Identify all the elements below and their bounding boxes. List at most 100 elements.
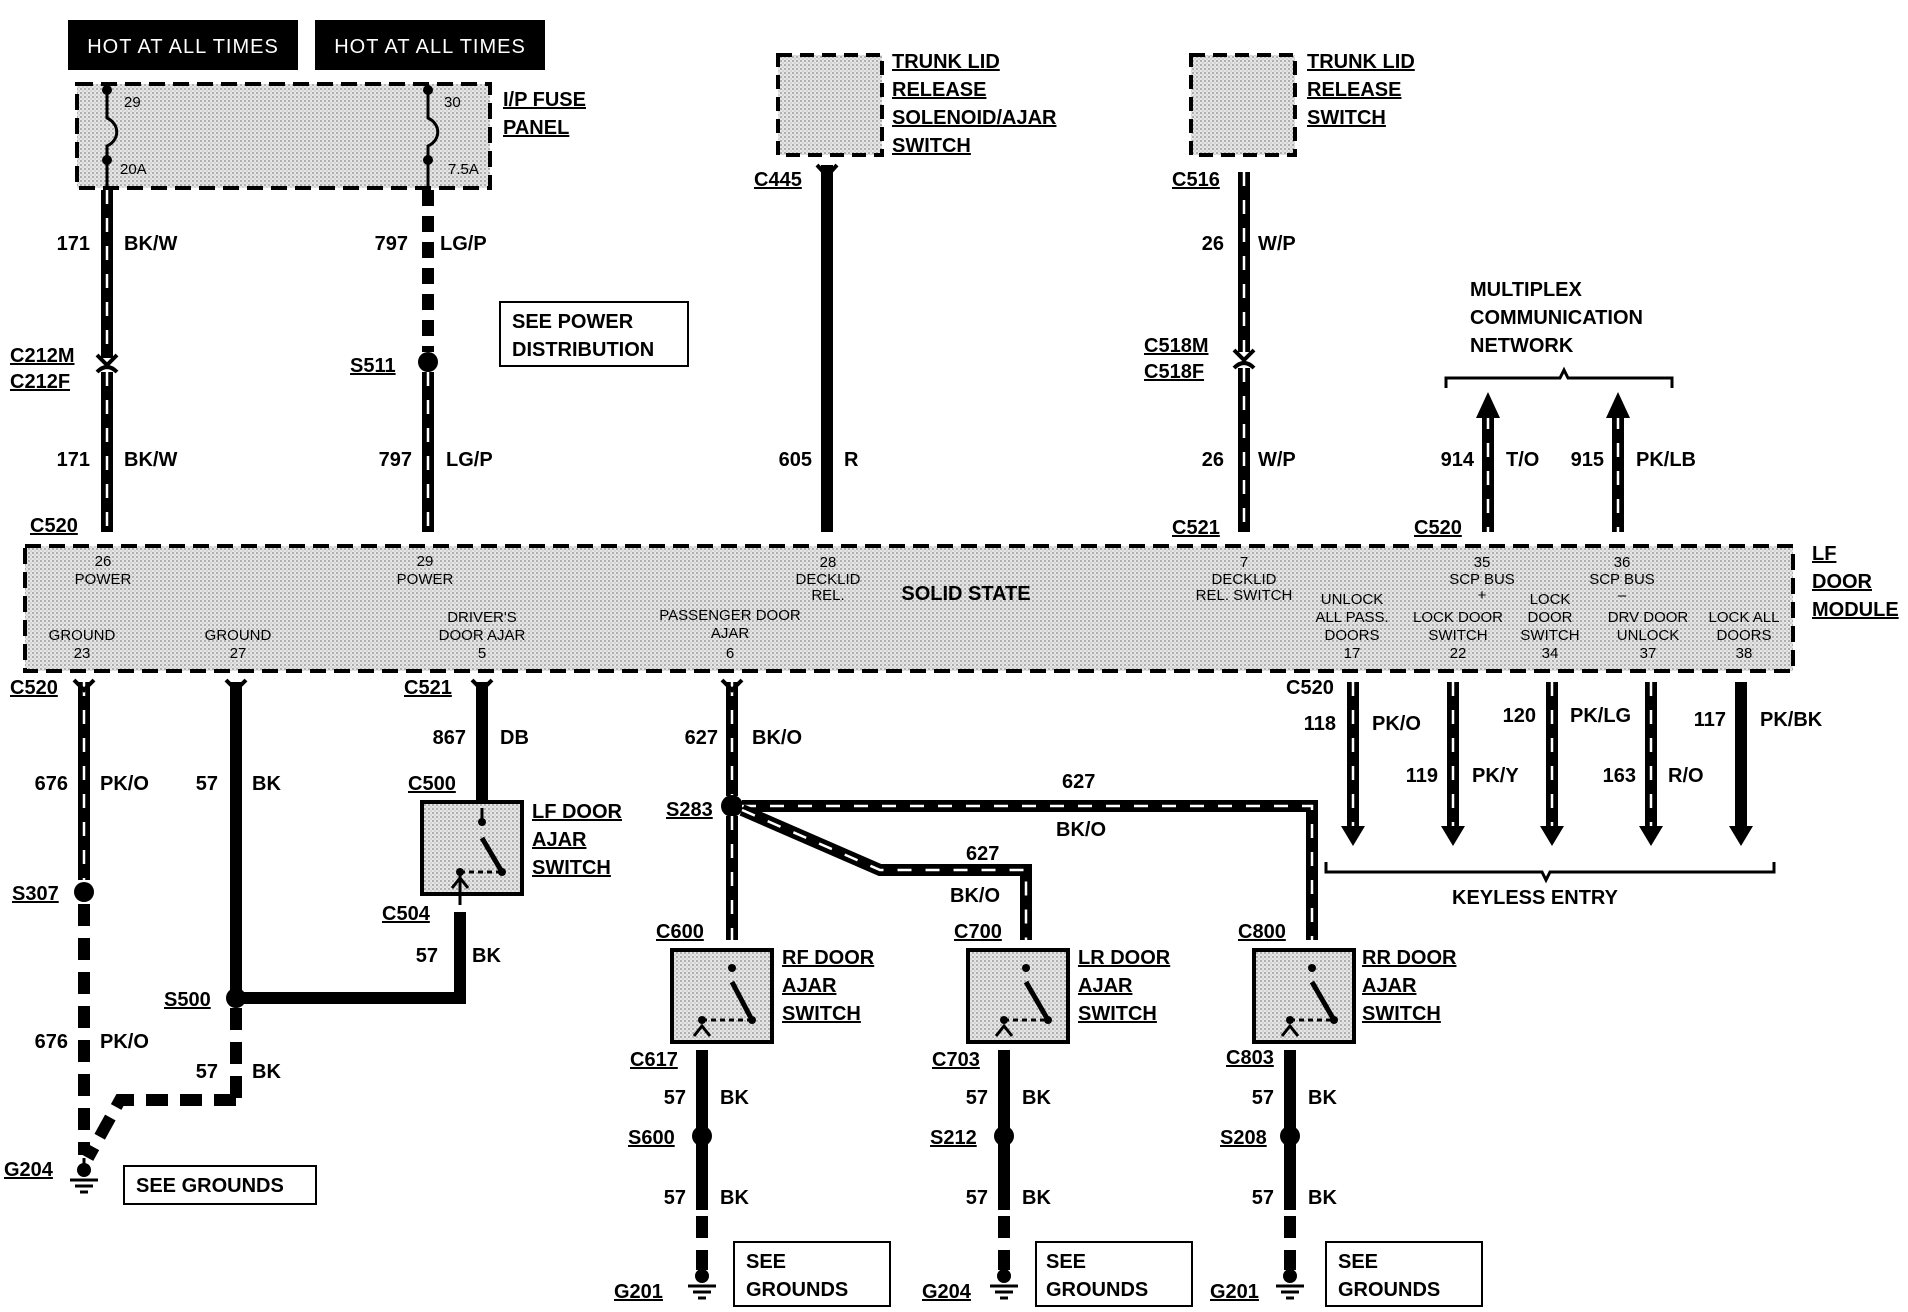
connector-c600: C600 [656,921,704,943]
ground-g204-center-icon [990,1269,1018,1300]
wire-57-color-e: BK [720,1187,749,1209]
wire-117-color: PK/BK [1760,709,1823,731]
wire-57-num-b: 57 [196,1061,218,1083]
wire-163-color: R/O [1668,765,1704,787]
pin-6-name: PASSENGER DOOR [659,607,801,624]
pin-34-name3: SWITCH [1520,627,1579,644]
pin-35-num: 35 [1474,554,1491,571]
module-name-3: MODULE [1812,599,1899,621]
wire-57-color-f: BK [1022,1087,1051,1109]
ground-g201-right-label: G201 [1210,1281,1259,1303]
wire-26-num-b: 26 [1202,449,1224,471]
lr-switch-label-3: SWITCH [1078,1003,1157,1025]
module-center-label: SOLID STATE [901,583,1030,605]
ground-g201-left-icon [688,1269,716,1300]
wire-118-color: PK/O [1372,713,1421,735]
ground-g204-left-label: G204 [4,1159,54,1181]
rr-door-ajar-switch [1252,948,1356,1044]
keyless-entry-label: KEYLESS ENTRY [1452,887,1619,909]
see-grounds-box-1 [123,1165,317,1205]
wire-171-num-a: 171 [57,233,90,255]
pin-36-num: 36 [1614,554,1631,571]
wire-914-color: T/O [1506,449,1539,471]
splice-s500-label: S500 [164,989,211,1011]
splice-s208 [1280,1126,1300,1146]
trunk-solenoid-label-1: TRUNK LID [892,51,1000,73]
ip-fuse-panel [75,82,492,190]
connector-c703: C703 [932,1049,980,1071]
pin-6-name2: AJAR [711,625,750,642]
lr-door-ajar-switch [966,948,1070,1044]
wire-57-num-g: 57 [966,1187,988,1209]
pin-28-name: DECKLID [795,571,860,588]
fuse-30-icon [426,90,440,190]
see-grounds-1-text: SEE GROUNDS [136,1175,284,1197]
wire-119-num: 119 [1406,765,1438,787]
wire-57-color-a: BK [252,773,281,795]
hot-at-all-times-label-1 [68,20,298,70]
lf-switch-label-1: LF DOOR [532,801,623,823]
pin-22-num: 22 [1450,645,1467,662]
multiplex-line-2: COMMUNICATION [1470,307,1643,329]
see-grounds-4-grounds: GROUNDS [1338,1279,1440,1301]
pin-34-name2: DOOR [1528,609,1573,626]
hot-at-all-times-label-2 [315,20,545,70]
trunk-lid-solenoid-component [776,53,884,157]
wire-797-num-a: 797 [375,233,408,255]
pin-34-name: LOCK [1530,591,1571,608]
splice-s283-label: S283 [666,799,713,821]
trunk-lid-switch-component [1189,53,1297,157]
pin-37-name2: UNLOCK [1617,627,1680,644]
see-power-distribution-box [499,301,689,367]
pin-38-num: 38 [1736,645,1753,662]
connector-c700: C700 [954,921,1002,943]
connector-c521-bottom: C521 [404,677,452,699]
trunk-solenoid-label-3: SOLENOID/AJAR [892,107,1057,129]
pin-34-num: 34 [1542,645,1559,662]
connector-c445: C445 [754,169,802,191]
wire-627-color-a: BK/O [752,727,802,749]
wire-676-num-a: 676 [35,773,68,795]
wire-119-color: PK/Y [1472,765,1519,787]
pin-17-name3: DOORS [1324,627,1379,644]
wire-118-num: 118 [1304,713,1336,735]
wire-26-num-a: 26 [1202,233,1224,255]
pin-35-name: SCP BUS [1449,571,1515,588]
wire-915-color: PK/LB [1636,449,1696,471]
see-grounds-2-grounds: GROUNDS [746,1279,848,1301]
connector-c803: C803 [1226,1047,1274,1069]
splice-s600-label: S600 [628,1127,675,1149]
ground-g204-left-icon [70,1158,98,1194]
wire-57-num-a: 57 [196,773,218,795]
pin-29-name: POWER [397,571,454,588]
wire-627-color-b: BK/O [1056,819,1106,841]
wire-57-num-d: 57 [664,1087,686,1109]
pin-38-name: LOCK ALL [1709,609,1780,626]
wire-915-num: 915 [1571,449,1604,471]
pin-29-num: 29 [417,553,434,570]
pin-7-name: DECKLID [1211,571,1276,588]
wire-867-num: 867 [433,727,466,749]
lower-wires [72,678,1776,1270]
pin-37-name: DRV DOOR [1608,609,1689,626]
connector-c518m: C518M [1144,335,1208,357]
splice-s511 [418,352,438,372]
wire-797-num-b: 797 [379,449,412,471]
pin-23-num: 23 [74,645,91,662]
wire-676-color-a: PK/O [100,773,149,795]
trunk-solenoid-label-4: SWITCH [892,135,971,157]
rr-switch-label-1: RR DOOR [1362,947,1457,969]
fuse-29-icon [105,90,119,190]
pin-7-name2: REL. SWITCH [1196,587,1293,604]
wire-867-color: DB [500,727,529,749]
connector-c518f: C518F [1144,361,1204,383]
wire-676-num-b: 676 [35,1031,68,1053]
lf-door-module [23,544,1795,673]
wire-171-color-a: BK/W [124,233,177,255]
rf-switch-label-3: SWITCH [782,1003,861,1025]
wire-120-num: 120 [1503,705,1536,727]
wire-120-color: PK/LG [1570,705,1631,727]
wire-57-num-c: 57 [416,945,438,967]
connector-c500: C500 [408,773,456,795]
rf-switch-label-2: AJAR [782,975,837,997]
